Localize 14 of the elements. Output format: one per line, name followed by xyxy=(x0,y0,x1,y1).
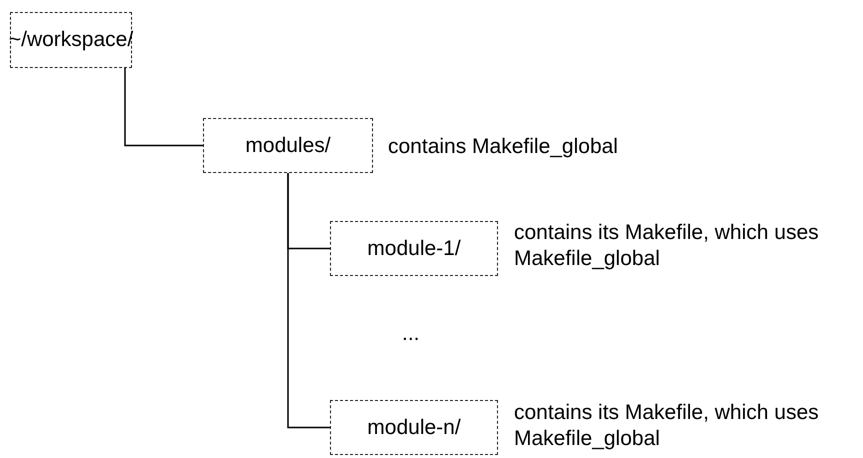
folder-box xyxy=(330,400,498,455)
tree-connector xyxy=(124,68,203,146)
folder-box xyxy=(330,221,498,276)
folder-box xyxy=(10,12,132,68)
tree-connector xyxy=(287,173,330,428)
folder-name: ~/workspace/ xyxy=(8,28,134,52)
folder-name: modules/ xyxy=(245,134,331,158)
folder-note: contains its Makefile, which uses Makefile_global xyxy=(514,400,820,452)
folder-box xyxy=(203,118,373,173)
folder-note: contains Makefile_global xyxy=(388,134,619,160)
folder-name: module-1/ xyxy=(367,236,461,260)
folder-note: contains its Makefile, which uses Makefile_global xyxy=(514,220,820,272)
folder-name: module-n/ xyxy=(367,416,461,440)
ellipsis-label: ... xyxy=(402,322,420,346)
